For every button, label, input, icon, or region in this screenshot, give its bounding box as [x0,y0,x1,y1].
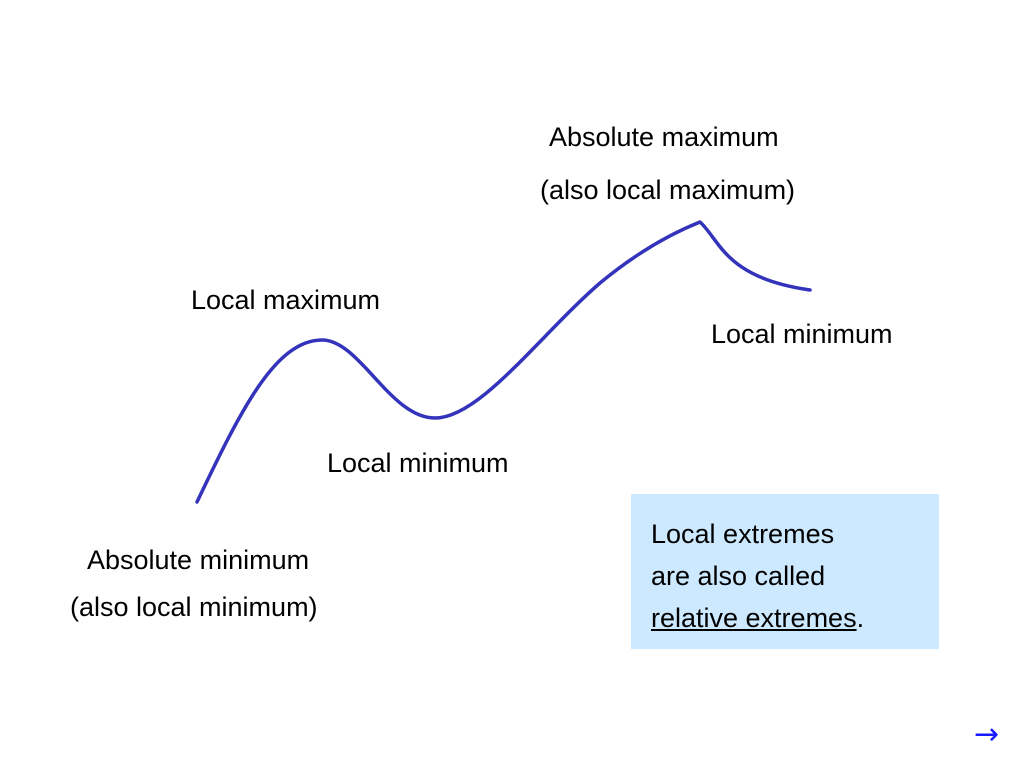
function-curve [195,220,812,504]
right-arrow-icon[interactable]: → [974,717,1000,752]
local-maximum-label: Local maximum [191,285,381,315]
local-minimum-middle-label: Local minimum [327,448,509,478]
absolute-minimum-label: Absolute minimum [87,545,310,575]
absolute-maximum-note: (also local maximum) [540,175,796,205]
note-line-3: relative extremes. [651,597,939,639]
absolute-minimum-note: (also local minimum) [70,592,318,622]
note-line-1: Local extremes [651,519,835,549]
local-minimum-right-label: Local minimum [711,319,893,349]
absolute-maximum-label: Absolute maximum [549,122,779,152]
relative-extremes-term: relative extremes [651,603,857,633]
note-line-2: are also called [651,561,826,591]
note-period: . [856,603,865,633]
relative-extremes-note: Local extremes are also called relative … [631,494,939,649]
